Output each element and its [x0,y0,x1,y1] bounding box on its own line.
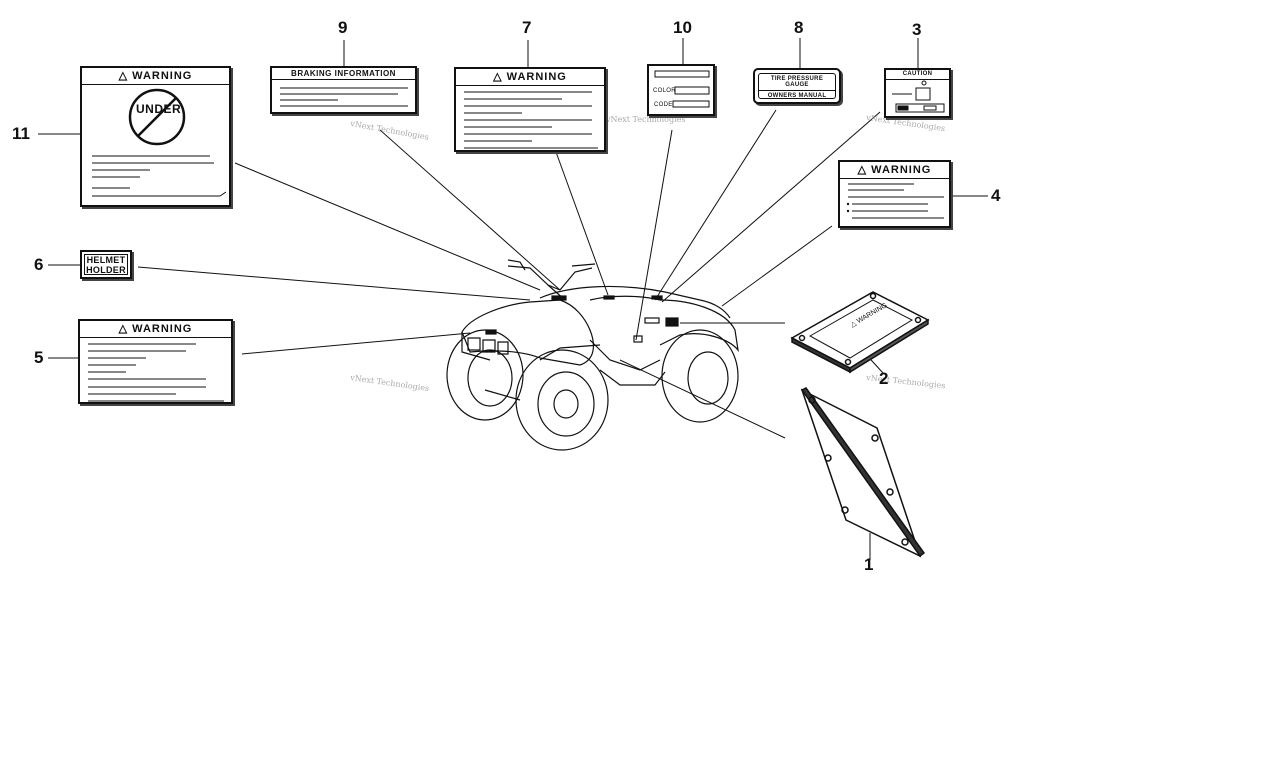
plate-1 [800,387,926,558]
label-10-code: CODE [654,102,673,108]
callout-3: 3 [912,20,922,39]
leader-lines [38,38,988,560]
label-8-line-1: TIRE PRESSURE GAUGE [759,76,835,91]
label-6-line-2: HOLDER [86,265,126,275]
label-4-warning: △ WARNING [838,160,951,228]
leader-4-atv [721,225,833,307]
atv-illustration [446,259,739,451]
callout-4: 4 [991,186,1001,205]
label-9-braking-info: BRAKING INFORMATION [270,66,417,114]
label-6-line-1: HELMET [86,255,126,265]
leader-8-atv [654,109,777,301]
label-6-helmet-holder: HELMET HOLDER [80,250,132,279]
label-3-caution: CAUTION [884,68,951,118]
no-under-icon [128,88,186,146]
label-7-text-lines [464,91,598,149]
label-9-text-lines [280,87,408,107]
svg-text:vNext Technologies: vNext Technologies [865,373,946,390]
callout-8: 8 [794,18,804,37]
svg-text:vNext Technologies: vNext Technologies [349,373,430,393]
label-11-text-lines [92,155,226,197]
label-3-diagram [892,80,945,113]
callout-7: 7 [522,18,532,37]
label-11-under-text: UNDER [136,102,182,116]
label-5-text-lines [88,343,224,402]
callout-2: 2 [879,369,889,388]
label-9-header: BRAKING INFORMATION [272,68,415,80]
label-3-header: CAUTION [886,70,949,80]
leader-11-atv [234,162,541,291]
leader-10-atv [635,129,673,341]
callout-5: 5 [34,348,44,367]
label-8-line-2: OWNERS MANUAL [767,93,827,99]
leader-7-atv [555,151,609,296]
label-4-text-lines [846,183,944,219]
label-8-tire-gauge: TIRE PRESSURE GAUGE OWNERS MANUAL [753,68,841,104]
label-5-warning: △ WARNING [78,319,233,404]
label-10-fields [654,70,710,108]
callout-6: 6 [34,255,44,274]
leader-3-atv [661,111,881,303]
label-4-header: △ WARNING [840,162,949,179]
label-6-inner: HELMET HOLDER [84,254,128,275]
label-10-color: COLOR [653,88,676,94]
callout-1: 1 [864,555,874,574]
svg-text:vNext Technologies: vNext Technologies [605,115,685,124]
leader-9-atv [379,129,561,291]
label-5-header: △ WARNING [80,321,231,338]
label-11-under-warning: △ WARNING UNDER [80,66,231,207]
label-8-inner: TIRE PRESSURE GAUGE OWNERS MANUAL [758,73,836,99]
label-7-header: △ WARNING [456,69,604,86]
label-11-header: △ WARNING [82,68,229,85]
leader-5-atv [241,332,471,355]
leader-6-atv [137,266,531,301]
label-10-color-code: COLOR CODE [647,64,715,116]
plate-2 [790,291,930,374]
callout-11: 11 [12,124,30,143]
leader-1-atv [619,359,786,439]
label-7-warning: △ WARNING [454,67,606,152]
callout-10: 10 [673,18,692,37]
callout-9: 9 [338,18,348,37]
